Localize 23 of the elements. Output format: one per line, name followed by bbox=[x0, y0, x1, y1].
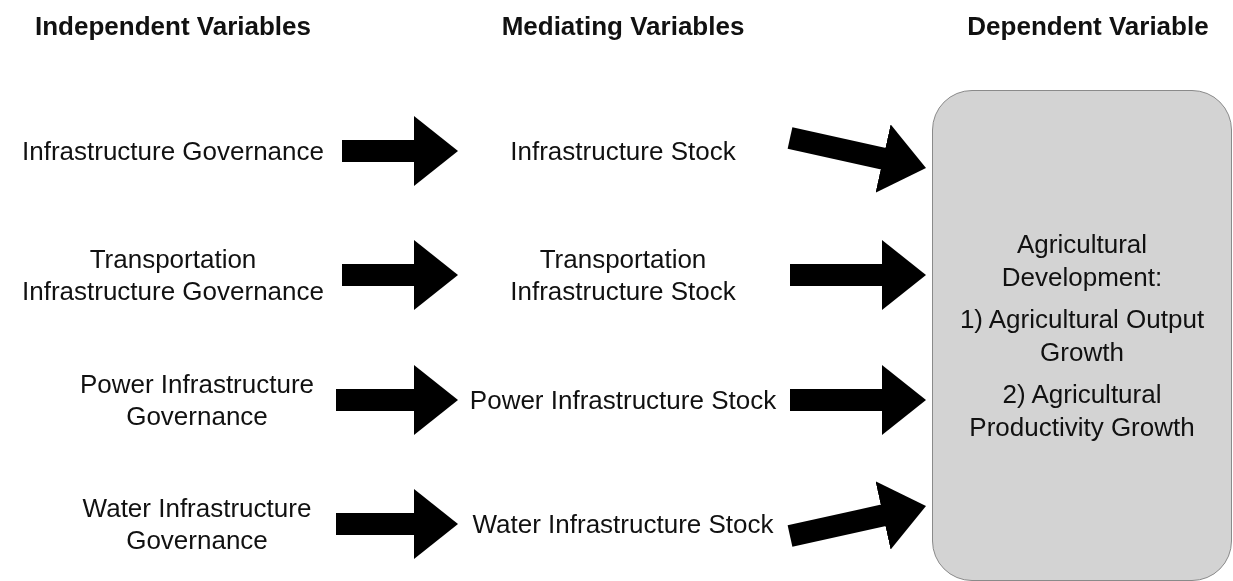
outcome-text: Agricultural Development: bbox=[1000, 228, 1164, 293]
block-arrow bbox=[787, 124, 926, 193]
block-arrow bbox=[787, 481, 926, 550]
column-heading: Dependent Variable bbox=[966, 11, 1210, 42]
outcome-box bbox=[932, 90, 1232, 581]
variable-label: Transportation Infrastructure Stock bbox=[464, 240, 782, 310]
block-arrow bbox=[336, 489, 458, 559]
block-arrow bbox=[790, 240, 926, 310]
outcome-text: 1) Agricultural Output Growth bbox=[958, 303, 1206, 368]
variable-label: Transportation Infrastructure Governance bbox=[12, 240, 334, 310]
variable-label: Water Infrastructure Stock bbox=[464, 504, 782, 544]
variable-label: Infrastructure Stock bbox=[464, 131, 782, 171]
variable-label: Power Infrastructure Governance bbox=[66, 365, 328, 435]
column-heading: Mediating Variables bbox=[500, 11, 746, 42]
variable-label: Infrastructure Governance bbox=[12, 131, 334, 171]
outcome-text: 2) Agricultural Productivity Growth bbox=[968, 378, 1196, 443]
block-arrow bbox=[342, 240, 458, 310]
variable-label: Power Infrastructure Stock bbox=[464, 380, 782, 420]
column-heading: Independent Variables bbox=[34, 11, 312, 42]
block-arrow bbox=[336, 365, 458, 435]
block-arrow bbox=[342, 116, 458, 186]
variable-label: Water Infrastructure Governance bbox=[66, 489, 328, 559]
block-arrow bbox=[790, 365, 926, 435]
